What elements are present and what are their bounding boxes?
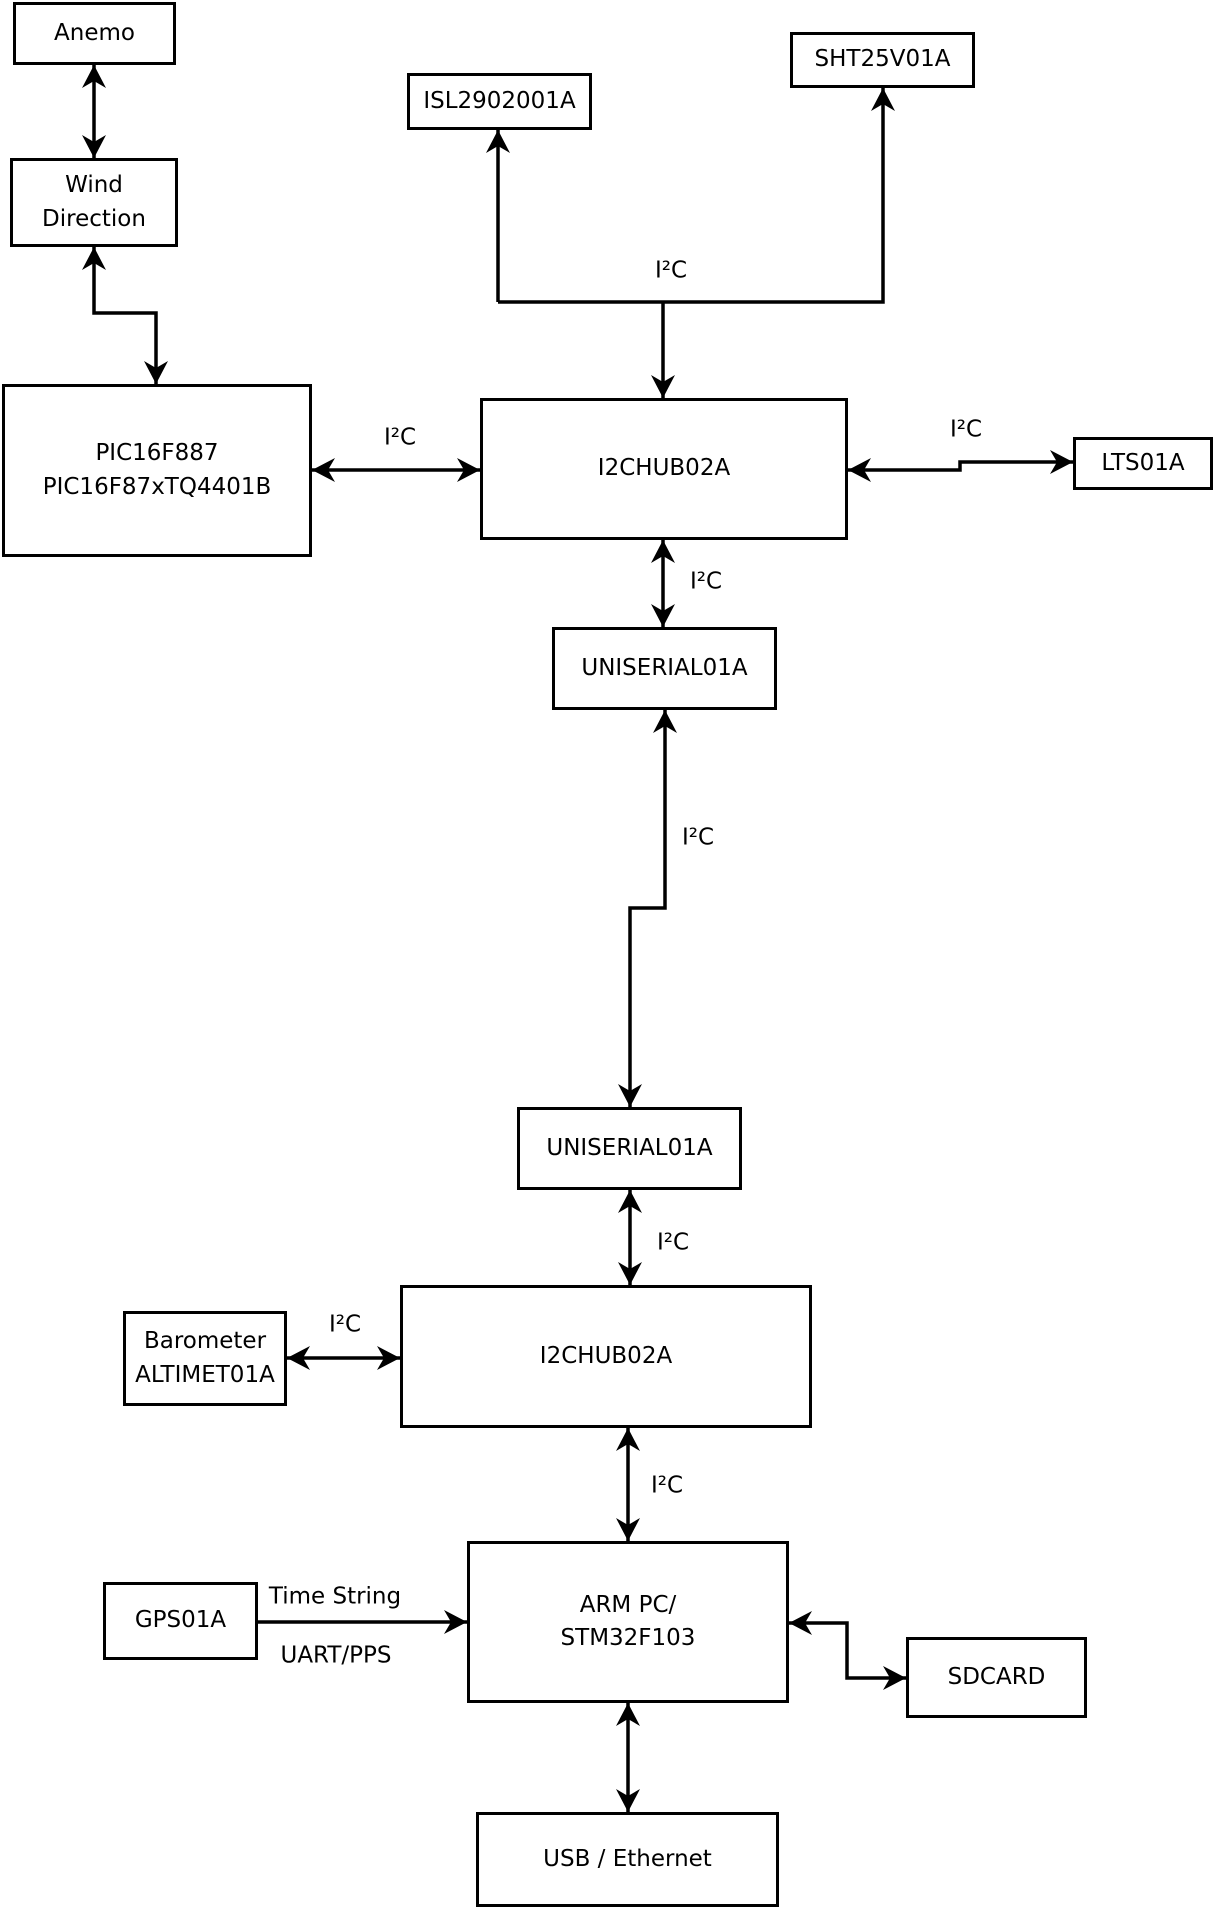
node-gps01a-label: GPS01A — [134, 1607, 227, 1634]
node-barometer-altimet01a-label: ALTIMET01A — [135, 1361, 275, 1388]
label-i2c-uniserial2-hub2: I²C — [656, 1229, 690, 1256]
node-pic16f887-label: PIC16F87xTQ4401B — [42, 473, 272, 500]
node-pic16f887-label: PIC16F887 — [95, 440, 219, 467]
node-arm-pc-label: STM32F103 — [560, 1625, 696, 1651]
edge-bus-to-sht — [498, 88, 895, 304]
edge-uniserial1-uniserial2 — [618, 710, 677, 1107]
edge-arm-sdcard — [789, 1611, 906, 1690]
label-i2c-pic-hub1: I²C — [383, 424, 417, 451]
label-i2c-uniserial-link: I²C — [681, 824, 715, 851]
node-uniserial01a-2: UNISERIAL01A — [517, 1107, 742, 1190]
node-usb-ethernet-label: USB / Ethernet — [543, 1845, 712, 1872]
node-isl2902001a: ISL2902001A — [407, 73, 592, 130]
node-anemo: Anemo — [13, 2, 176, 65]
node-wind-direction-label: Direction — [42, 205, 146, 232]
node-uniserial01a-1-label: UNISERIAL01A — [581, 654, 748, 681]
label-i2c-barometer-hub2: I²C — [328, 1311, 362, 1338]
node-uniserial01a-1: UNISERIAL01A — [552, 627, 777, 710]
node-i2chub02a-1-label: I2CHUB02A — [597, 455, 731, 482]
node-lts01a: LTS01A — [1073, 437, 1213, 490]
node-sdcard-label: SDCARD — [947, 1663, 1046, 1690]
label-time-string: Time String — [268, 1583, 402, 1610]
node-i2chub02a-1: I2CHUB02A — [480, 398, 848, 540]
node-barometer-altimet01a-label: Barometer — [143, 1328, 267, 1355]
node-arm-pc: ARM PC/STM32F103 — [467, 1541, 789, 1703]
label-i2c-hub1-lts: I²C — [949, 416, 983, 443]
node-arm-pc-label: ARM PC/ — [579, 1591, 677, 1618]
edge-hub1-lts — [848, 450, 1073, 482]
node-wind-direction-label: Wind — [65, 172, 123, 199]
label-i2c-hub2-arm: I²C — [650, 1472, 684, 1499]
node-sdcard: SDCARD — [906, 1637, 1087, 1718]
label-uart-pps: UART/PPS — [280, 1642, 392, 1669]
node-lts01a-label: LTS01A — [1101, 449, 1185, 476]
node-usb-ethernet: USB / Ethernet — [476, 1812, 779, 1907]
node-sht25v01a-label: SHT25V01A — [814, 46, 951, 73]
edge-wind-pic — [82, 247, 168, 384]
node-isl2902001a-label: ISL2902001A — [423, 87, 576, 114]
node-i2chub02a-2-label: I2CHUB02A — [539, 1342, 673, 1369]
node-uniserial01a-2-label: UNISERIAL01A — [546, 1134, 713, 1161]
node-anemo-label: Anemo — [54, 19, 135, 46]
node-sht25v01a: SHT25V01A — [790, 32, 975, 88]
label-i2c-sensor-bus: I²C — [654, 257, 688, 284]
node-gps01a: GPS01A — [103, 1582, 258, 1660]
label-i2c-hub1-uniserial1: I²C — [689, 568, 723, 595]
node-i2chub02a-2: I2CHUB02A — [400, 1285, 812, 1428]
